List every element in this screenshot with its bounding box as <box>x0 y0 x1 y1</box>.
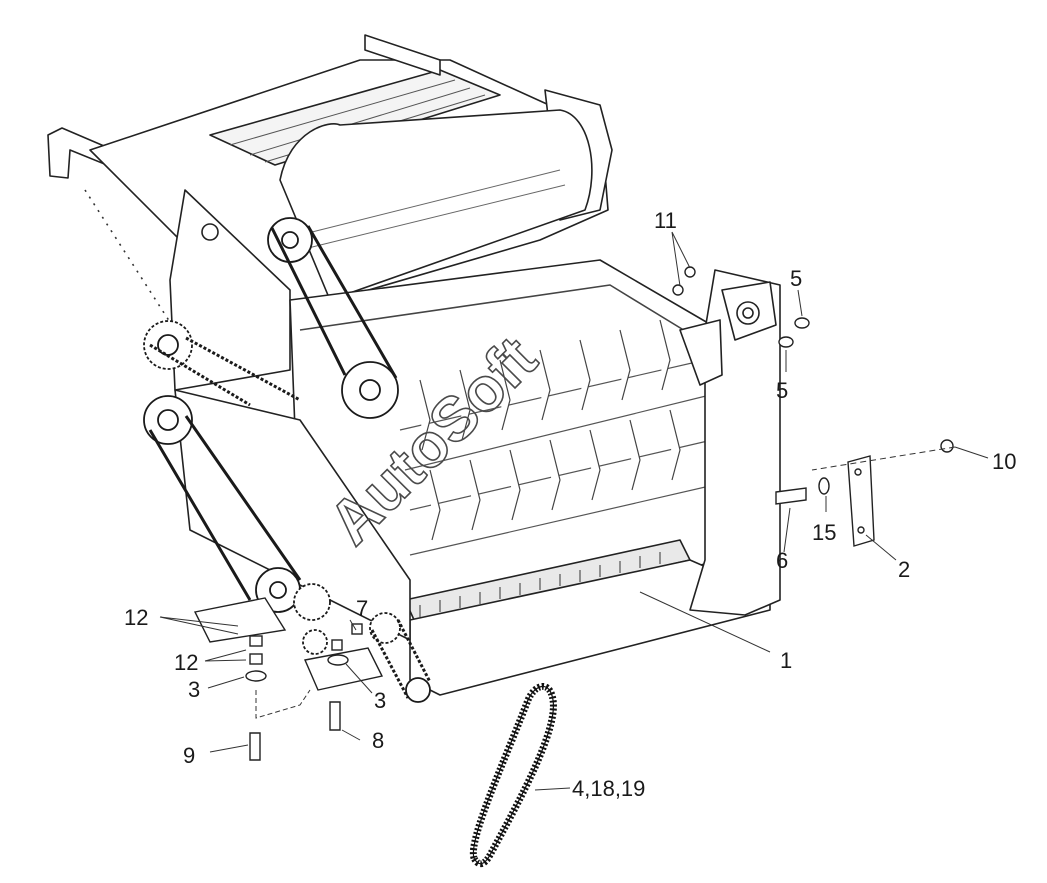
machine-assembly <box>47 34 781 696</box>
callout-7: 7 <box>356 596 368 621</box>
drive-belts <box>148 225 432 699</box>
upper-v-belt <box>270 225 398 379</box>
callout-10: 10 <box>992 449 1016 474</box>
callout-1: 1 <box>780 648 792 673</box>
callout-12-upper: 12 <box>124 605 148 630</box>
small-drive-sprocket <box>302 629 328 655</box>
bolt-8 <box>329 701 341 731</box>
callout-3-left: 3 <box>188 677 200 702</box>
callout-15: 15 <box>812 520 836 545</box>
bushing-5a <box>794 317 810 329</box>
front-chain <box>370 619 432 699</box>
nut-11b <box>672 284 684 296</box>
plate-2 <box>847 455 875 547</box>
nut-11a <box>684 266 696 278</box>
nut-7a <box>331 639 343 651</box>
left-v-belt <box>148 415 302 601</box>
rotor-cover <box>279 109 593 301</box>
callout-11: 11 <box>654 208 677 233</box>
callout-4-18-19: 4,18,19 <box>572 776 645 801</box>
nut-12b <box>249 653 263 665</box>
callout-5-top: 5 <box>790 266 802 291</box>
callout-6: 6 <box>776 548 788 573</box>
left-side-plate <box>169 189 291 391</box>
nut-10 <box>940 439 954 453</box>
callout-labels: 11 5 5 10 15 6 2 1 12 12 3 7 3 9 8 4,18,… <box>124 208 1016 801</box>
leader-lines <box>159 231 989 791</box>
callout-8: 8 <box>372 728 384 753</box>
lower-sprocket <box>293 583 331 621</box>
top-bracket <box>364 34 441 76</box>
washer-3b <box>327 654 349 666</box>
lower-left-housing <box>174 389 411 641</box>
loose-parts <box>193 266 954 761</box>
callout-5-lower: 5 <box>776 378 788 403</box>
left-chain <box>149 336 301 407</box>
callout-2: 2 <box>898 557 910 582</box>
pin-6 <box>775 487 807 505</box>
bolt-9 <box>249 732 261 761</box>
callout-12-lower: 12 <box>174 650 198 675</box>
nut-7b <box>351 623 363 635</box>
front-idler-sprocket <box>369 612 401 644</box>
nut-12a <box>249 635 263 647</box>
separator-tines <box>419 319 681 541</box>
callout-9: 9 <box>183 743 195 768</box>
washer-3a <box>245 670 267 682</box>
mount-plate-right <box>304 647 384 691</box>
roller-chain <box>469 683 557 868</box>
washer-15 <box>818 477 830 495</box>
callout-3-right: 3 <box>374 688 386 713</box>
bushing-5b <box>778 336 794 348</box>
front-small-sprocket <box>405 677 431 703</box>
mount-plate-left <box>193 597 287 643</box>
